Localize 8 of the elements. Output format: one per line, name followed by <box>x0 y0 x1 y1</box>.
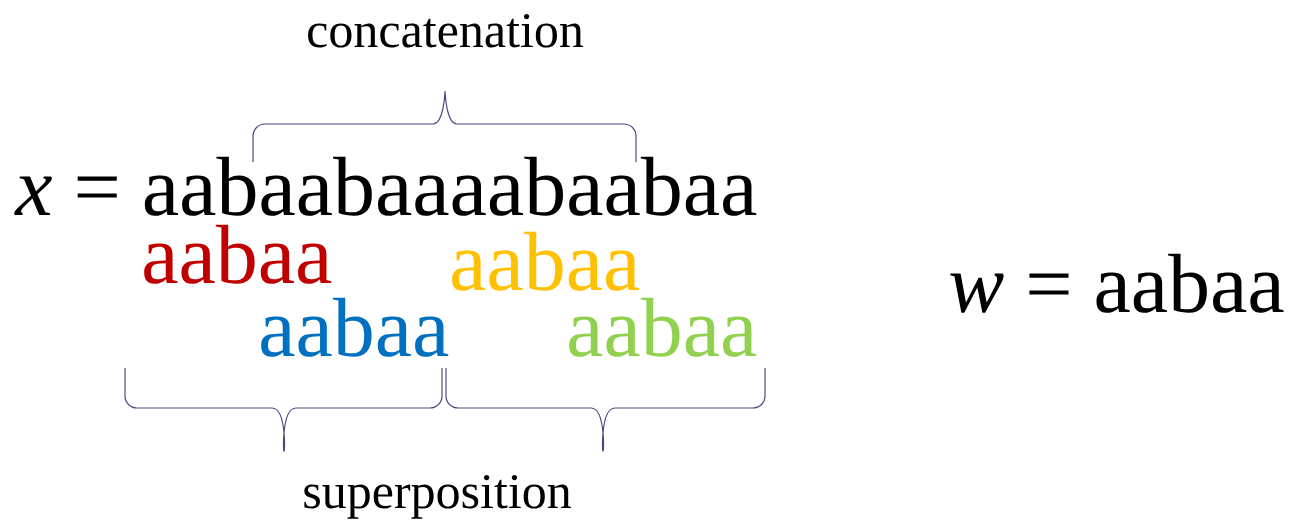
string-text: x = aabaabaaaabaabaa <box>14 156 757 216</box>
string-text: w = aabaa <box>950 253 1284 313</box>
annotation-text: concatenation <box>308 13 584 48</box>
substring-text: aabaa <box>144 224 332 284</box>
substring-text: aabaa <box>261 297 449 357</box>
annotation-text: superposition <box>304 474 571 519</box>
substring-text: aabaa <box>569 297 757 357</box>
substring-text: aabaa <box>452 231 640 291</box>
